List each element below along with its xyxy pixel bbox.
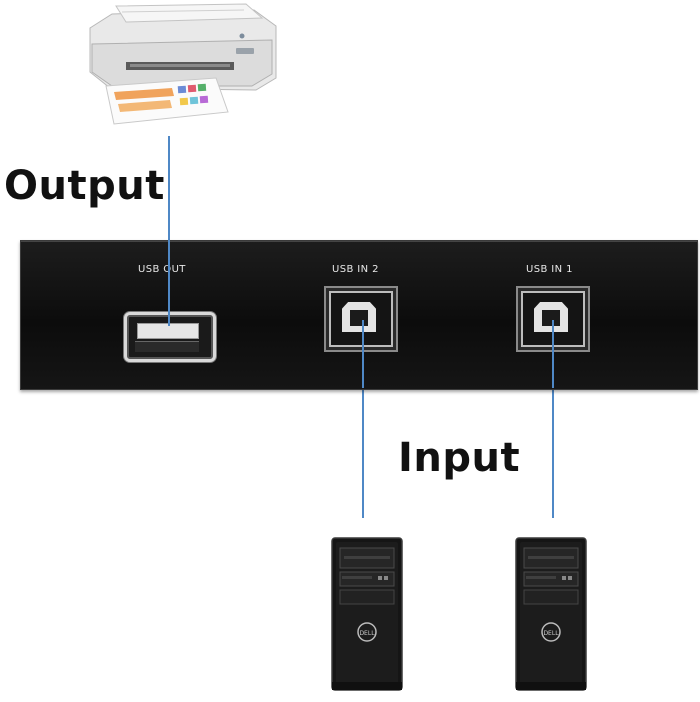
- usb-in-1-label: USB IN 1: [526, 264, 573, 275]
- input-cable-1-overlay: [552, 320, 554, 388]
- input-cable-2: [362, 320, 364, 518]
- dell-logo: DELL: [543, 630, 559, 637]
- usb-b-port-icon: [324, 286, 398, 352]
- usb-out-label: USB OUT: [138, 264, 186, 275]
- input-cable-1: [552, 320, 554, 518]
- output-cable: [168, 136, 170, 334]
- usb-in-2-label: USB IN 2: [332, 264, 379, 275]
- input-label: Input: [398, 435, 521, 481]
- usb-b-port-icon: [516, 286, 590, 352]
- output-cable-overlay: [168, 240, 170, 326]
- usb-a-port-icon: [124, 312, 216, 362]
- input-cable-2-overlay: [362, 320, 364, 388]
- desktop-tower-icon: DELL: [512, 532, 590, 694]
- desktop-tower-icon: DELL: [328, 532, 406, 694]
- output-label: Output: [4, 163, 165, 209]
- dell-logo: DELL: [359, 630, 375, 637]
- printer-icon: [86, 0, 282, 126]
